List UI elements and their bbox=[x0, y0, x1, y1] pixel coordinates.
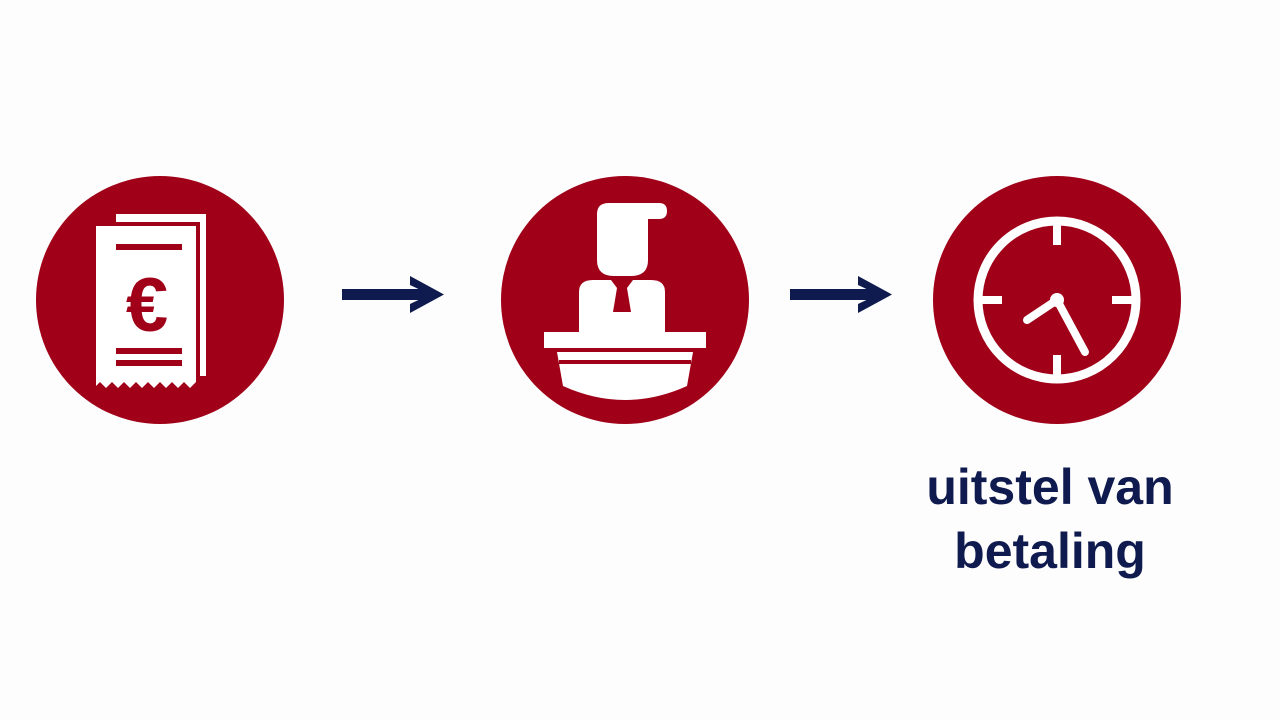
arrow-right-icon bbox=[790, 276, 892, 313]
caption-line-2: betaling bbox=[954, 523, 1146, 579]
clock-icon bbox=[973, 216, 1141, 384]
invoice-step: € bbox=[36, 176, 284, 424]
court-step bbox=[501, 176, 749, 424]
arrow-right-icon bbox=[342, 276, 444, 313]
invoice-euro-icon: € bbox=[96, 214, 206, 388]
caption-line-1: uitstel van bbox=[926, 459, 1174, 515]
step-caption: uitstel van betaling bbox=[880, 455, 1220, 583]
euro-symbol: € bbox=[126, 263, 168, 348]
judge-podium-icon bbox=[544, 203, 706, 400]
clock-step bbox=[933, 176, 1181, 424]
